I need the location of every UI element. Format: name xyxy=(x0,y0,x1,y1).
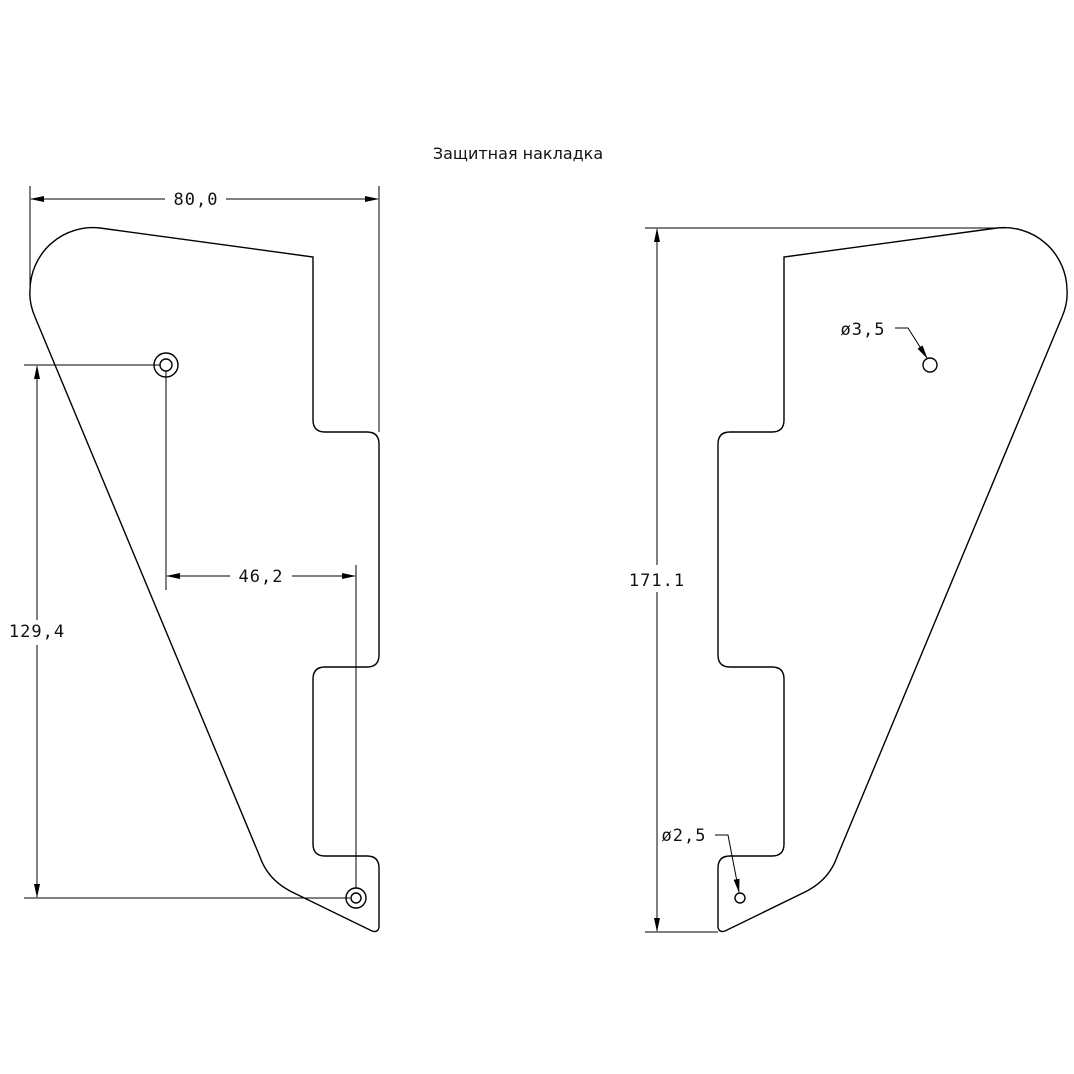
hole-bottom-left xyxy=(350,892,362,904)
dimension-width: 80,0 xyxy=(29,186,380,432)
part-outline-right xyxy=(717,226,1068,933)
dimension-width-label: 80,0 xyxy=(174,190,219,210)
hole-diameter-top-label: ø3,5 xyxy=(841,320,886,340)
leader-hole-bottom: ø2,5 xyxy=(662,826,740,893)
hole-bottom-right xyxy=(734,892,746,904)
hole-diameter-bottom-label: ø2,5 xyxy=(662,826,707,846)
drawing-title: Защитная накладка xyxy=(433,144,603,163)
left-view: 80,0 129,4 46,2 xyxy=(9,186,380,933)
dimension-height-label: 171.1 xyxy=(629,571,685,591)
dimension-hole-horizontal-label: 46,2 xyxy=(239,567,284,587)
dimension-hole-vertical: 129,4 xyxy=(9,364,350,899)
dimension-hole-horizontal: 46,2 xyxy=(165,371,357,888)
leader-hole-top: ø3,5 xyxy=(841,320,928,359)
part-outline-left xyxy=(29,226,380,933)
dimension-hole-vertical-label: 129,4 xyxy=(9,622,65,642)
dimension-height: 171.1 xyxy=(629,227,1005,933)
right-view: 171.1 ø3,5 ø2,5 xyxy=(629,226,1068,933)
hole-top-left xyxy=(159,358,173,372)
hole-top-right xyxy=(922,357,938,373)
